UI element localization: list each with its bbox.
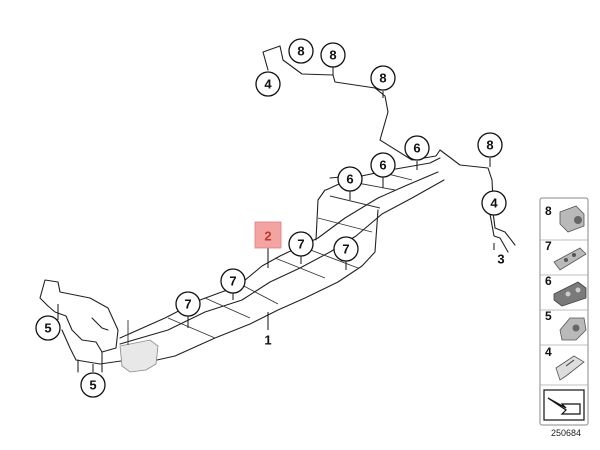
callout-8-b[interactable]: 8 [320,42,346,68]
legend-number: 8 [545,204,552,218]
callout-4-right[interactable]: 4 [481,190,507,216]
legend-item-7[interactable]: 7 [545,239,587,271]
callout-4-top[interactable]: 4 [255,71,281,97]
callout-label: 7 [229,274,236,289]
label-3[interactable]: 3 [497,252,504,267]
callout-label: 7 [184,297,191,312]
callout-7-d[interactable]: 7 [175,291,201,317]
legend-number: 6 [545,274,552,288]
upper-line [262,45,516,253]
callout-6-c[interactable]: 6 [337,166,363,192]
callout-7-b[interactable]: 7 [333,236,359,262]
callout-label: 6 [379,158,386,173]
diagram-code: 250684 [551,428,581,438]
callout-2-label: 2 [264,229,271,244]
callout-5-a[interactable]: 5 [35,315,61,341]
callout-label: 4 [264,77,272,92]
callout-7-a[interactable]: 7 [288,231,314,257]
legend-number: 7 [545,239,552,253]
callout-label: 5 [44,321,51,336]
callout-6-a[interactable]: 6 [404,135,430,161]
clip-type-6-icon [553,281,587,307]
callout-7-c[interactable]: 7 [220,268,246,294]
label-1[interactable]: 1 [264,333,271,348]
callout-label: 7 [297,237,304,252]
callout-2-highlighted[interactable]: 2 [254,221,282,249]
callout-label: 8 [379,71,386,86]
callout-label: 6 [413,141,420,156]
legend-number: 4 [545,345,552,359]
callout-label: 5 [89,378,96,393]
callout-label: 4 [490,196,498,211]
callout-label: 8 [297,44,304,59]
callout-label: 8 [486,138,493,153]
clip-type-7-icon [553,247,587,271]
arrow-icon[interactable] [543,389,585,421]
leader-lines [57,67,495,372]
legend-item-4[interactable]: 4 [545,345,585,381]
pipe-bundle [119,157,445,367]
left-assembly [39,279,159,373]
legend-item-6[interactable]: 6 [545,274,587,307]
callout-5-b[interactable]: 5 [80,372,106,398]
callout-6-b[interactable]: 6 [370,152,396,178]
callout-8-right[interactable]: 8 [477,132,503,158]
callout-label: 8 [329,48,336,63]
legend-number: 5 [545,309,552,323]
callout-label: 6 [346,172,353,187]
callout-8-a[interactable]: 8 [288,38,314,64]
clip-type-5-icon [559,317,587,341]
legend-item-8[interactable]: 8 [545,204,585,233]
callout-label: 7 [342,242,349,257]
callout-8-c[interactable]: 8 [370,65,396,91]
clip-type-8-icon [559,205,585,233]
legend-item-5[interactable]: 5 [545,309,587,341]
legend-panel: 8 7 6 5 [539,197,589,426]
bracket-type-4-icon [555,355,585,381]
